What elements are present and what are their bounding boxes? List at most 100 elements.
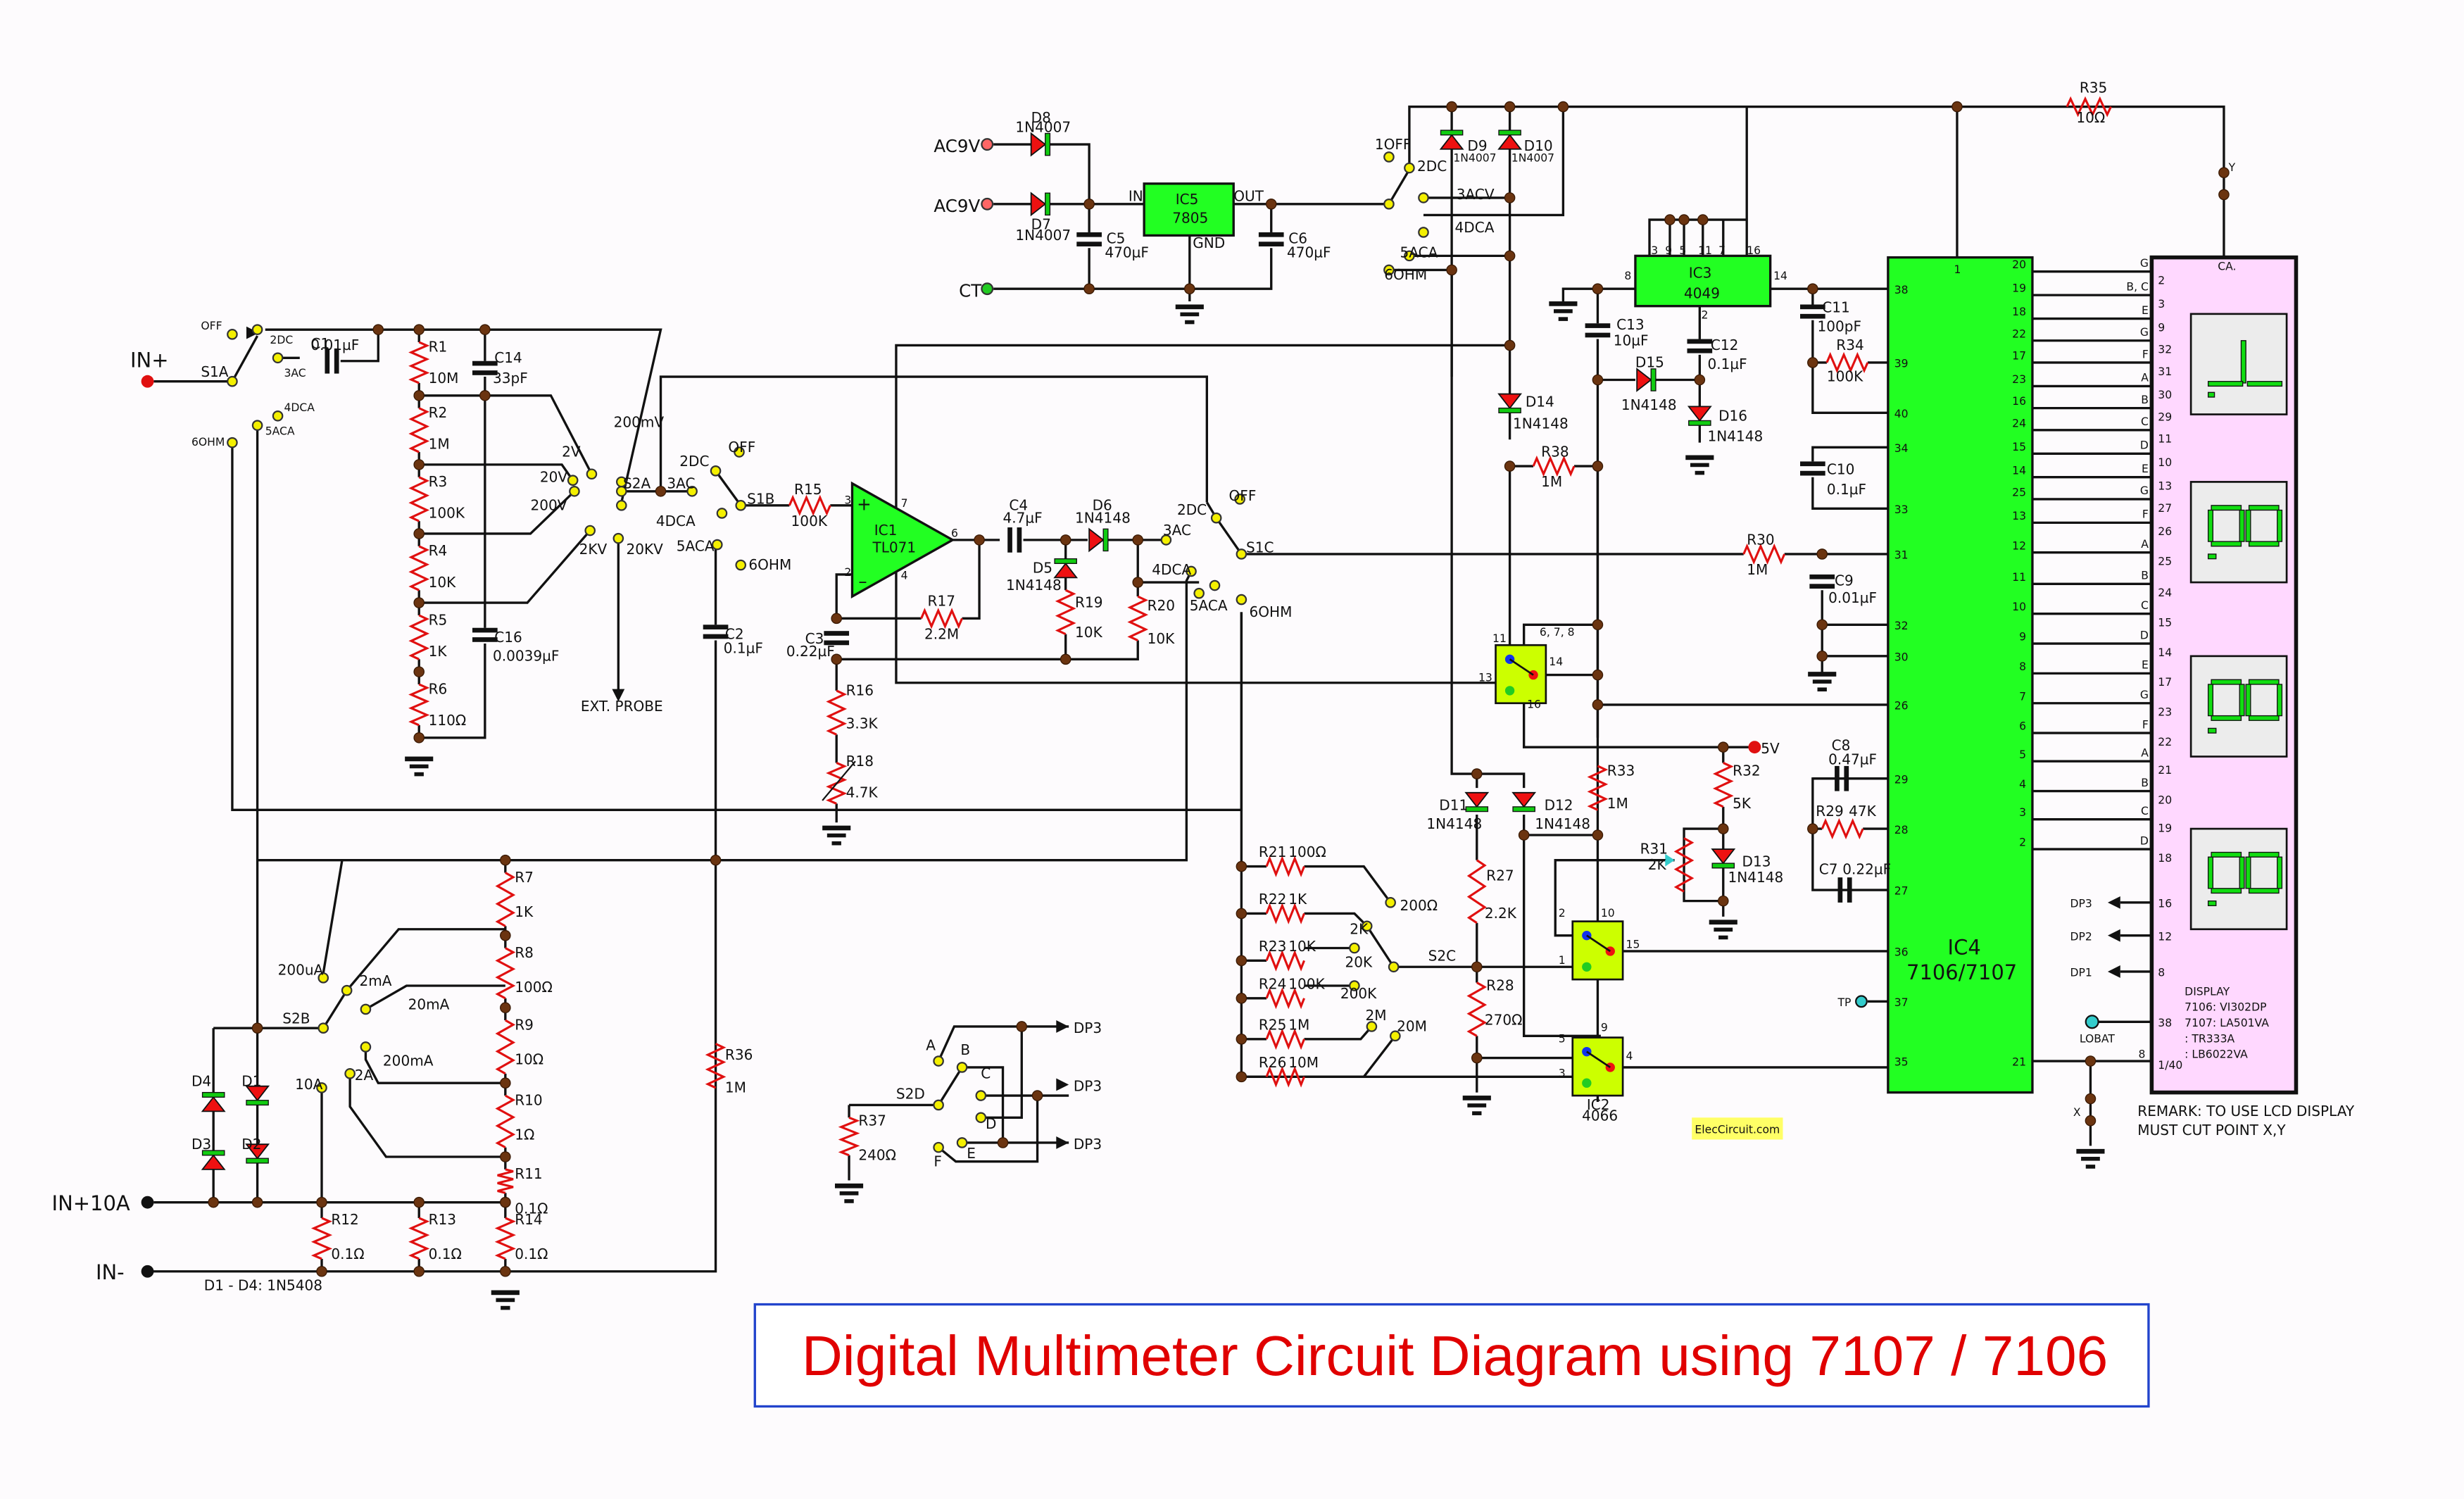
display-common-anode: CA. <box>2218 260 2236 272</box>
r26-symbol <box>1265 1065 1305 1088</box>
junction-dot <box>1083 199 1095 210</box>
ic5-in-pin: IN <box>1129 187 1143 204</box>
junction-dot <box>500 1196 511 1208</box>
c6-value: 470µF <box>1287 244 1331 261</box>
r10-symbol <box>495 1094 516 1148</box>
lcd-segment <box>2240 340 2246 384</box>
ic2-b-pin-1: 1 <box>1559 954 1566 967</box>
r23-value: 10K <box>1288 938 1316 955</box>
d10-ref: D10 <box>1524 137 1553 154</box>
c2-symbol <box>703 625 729 629</box>
r4-value: 10K <box>429 574 457 591</box>
display-segment-letter: D <box>2140 834 2149 847</box>
ic4-right-pin: 23 <box>2012 373 2026 386</box>
s1b-pos-6ohm: 6OHM <box>748 556 791 573</box>
junction-dot <box>655 485 667 497</box>
d8-symbol <box>1045 132 1051 156</box>
dp-display-pin: 16 <box>2158 898 2172 910</box>
title-frame <box>753 1303 2150 1408</box>
plus-5v-label: 5V <box>1761 740 1780 757</box>
switch-contact <box>1388 961 1400 973</box>
switch-contact <box>1361 920 1373 932</box>
d11-part: 1N4148 <box>1426 815 1482 832</box>
lcd-segment <box>2248 851 2280 858</box>
d12-symbol <box>1512 806 1535 813</box>
junction-dot <box>1236 1071 1247 1083</box>
c2-ref: C2 <box>725 625 744 642</box>
junction-dot <box>1265 199 1277 210</box>
c16-symbol <box>472 627 498 633</box>
ic4-right-pin: 9 <box>2019 631 2026 644</box>
ac9v-terminal-2 <box>981 197 994 211</box>
junction-dot <box>2218 167 2230 179</box>
junction-dot <box>710 854 722 866</box>
c5-value: 470µF <box>1105 244 1149 261</box>
ic4-ref: IC4 <box>1948 935 1981 959</box>
r14-ref: R14 <box>515 1211 542 1228</box>
switch-contact <box>1404 250 1415 262</box>
c10-value: 0.1µF <box>1827 481 1866 498</box>
switch-contact <box>360 1041 372 1053</box>
ic4-pin-21: 21 <box>2012 1056 2026 1069</box>
s1d-pos-5aca: 5ACA <box>1400 244 1438 261</box>
r8-value: 100Ω <box>515 979 553 996</box>
display-segment-letter: G <box>2140 484 2149 497</box>
r21-ref: R21 <box>1259 843 1286 860</box>
junction-dot <box>1816 619 1828 631</box>
r38-ref: R38 <box>1541 444 1569 460</box>
display-segment-letter: G <box>2140 326 2149 339</box>
wire <box>1388 168 1411 205</box>
display-pin: 22 <box>2158 736 2172 748</box>
s2a-pos-2v: 2V <box>562 444 581 460</box>
lcd-segment <box>2248 715 2280 721</box>
switch-contact <box>1209 579 1221 591</box>
r16-ref: R16 <box>846 682 874 699</box>
d7-symbol <box>1030 192 1047 217</box>
ic4-right-pin: 5 <box>2019 748 2026 761</box>
junction-dot <box>413 1265 425 1277</box>
display-segment-letter: B <box>2141 394 2149 406</box>
lcd-decimal-point <box>2207 900 2217 906</box>
c10-symbol <box>1800 470 1825 476</box>
switch-contact <box>933 1055 944 1067</box>
minus-sign: – <box>858 571 867 591</box>
d16-ref: D16 <box>1718 407 1747 424</box>
junction-dot <box>372 324 384 335</box>
wire <box>835 573 853 619</box>
dp-output-label: DP2 <box>2070 930 2092 943</box>
ic4-left-pin: 27 <box>1894 885 1909 898</box>
wire <box>1811 446 1893 462</box>
ic4-left-pin: 40 <box>1894 408 1909 420</box>
r4-ref: R4 <box>429 542 448 559</box>
ground-icon <box>1709 920 1737 925</box>
ic4-right-pin: 4 <box>2019 778 2026 791</box>
display-pin: 30 <box>2158 389 2172 401</box>
display-pin: 24 <box>2158 587 2172 599</box>
r37-symbol <box>838 1116 860 1157</box>
r32-symbol <box>1712 762 1734 808</box>
ic4-left-pin: 35 <box>1894 1056 1909 1069</box>
wire <box>1561 287 1635 302</box>
display-pin: 14 <box>2158 646 2172 659</box>
wire <box>265 328 662 503</box>
r12-value: 0.1Ω <box>331 1246 364 1262</box>
d12-part: 1N4148 <box>1535 815 1590 832</box>
ground-icon <box>1549 301 1578 306</box>
ic3-ref: IC3 <box>1689 265 1712 282</box>
d1-ref: D1 <box>241 1073 261 1090</box>
junction-dot <box>500 1077 511 1089</box>
switch-contact <box>316 1082 327 1093</box>
s2c-label: S2C <box>1428 947 1456 964</box>
display-pin: 26 <box>2158 525 2172 538</box>
s1d-pos-3acv: 3ACV <box>1457 186 1495 203</box>
s2d-label: S2D <box>896 1086 925 1103</box>
r17-symbol <box>920 608 963 629</box>
lcd-segment <box>2277 684 2283 717</box>
r34-value: 100K <box>1827 368 1863 385</box>
wire <box>1554 858 1675 937</box>
wire <box>322 860 344 974</box>
y-point-label: Y <box>2228 161 2236 174</box>
d15-symbol <box>1636 368 1652 392</box>
ground-icon <box>2081 1157 2100 1161</box>
junction-dot <box>500 1002 511 1014</box>
